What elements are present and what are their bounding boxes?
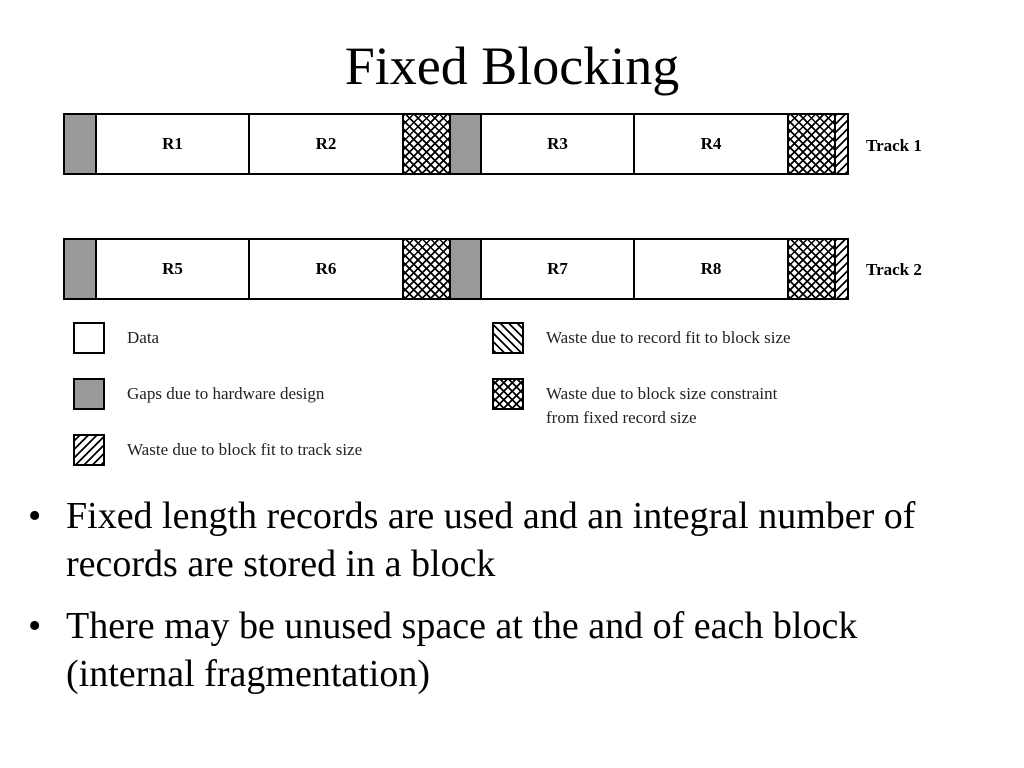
record-r8: R8 <box>635 240 789 298</box>
record-r4: R4 <box>635 115 789 173</box>
record-r3: R3 <box>482 115 635 173</box>
block-size-waste <box>404 240 451 298</box>
record-r2: R2 <box>250 115 404 173</box>
bullet-dot: • <box>28 605 42 647</box>
bullet-item: • Fixed length records are used and an i… <box>28 492 988 588</box>
hardware-gap <box>451 115 482 173</box>
track-size-waste <box>836 115 847 173</box>
hardware-gap <box>65 115 97 173</box>
bullet-list: • Fixed length records are used and an i… <box>28 492 988 712</box>
block-size-waste <box>789 115 836 173</box>
legend-block-waste-line-1: Waste due to block size constraint <box>546 384 778 403</box>
block-waste-swatch <box>492 378 524 410</box>
data-swatch <box>73 322 105 354</box>
bullet-item: • There may be unused space at the and o… <box>28 602 988 698</box>
bullet-text: There may be unused space at the and of … <box>66 605 858 695</box>
block-size-waste <box>404 115 451 173</box>
record-r7: R7 <box>482 240 635 298</box>
slide-title: Fixed Blocking <box>344 36 680 96</box>
record-waste-swatch <box>492 322 524 354</box>
legend-data: Data <box>73 322 159 354</box>
legend-gaps: Gaps due to hardware design <box>73 378 324 410</box>
legend-track-waste: Waste due to block fit to track size <box>73 434 362 466</box>
track-1-label: Track 1 <box>866 136 922 155</box>
bullet-text: Fixed length records are used and an int… <box>66 495 916 585</box>
legend-block-waste-label: Waste due to block size constraint from … <box>546 378 777 430</box>
legend-block-waste: Waste due to block size constraint from … <box>492 378 777 430</box>
record-r1: R1 <box>97 115 250 173</box>
record-r5: R5 <box>97 240 250 298</box>
legend-gaps-label: Gaps due to hardware design <box>127 384 325 403</box>
gap-swatch <box>73 378 105 410</box>
record-r6: R6 <box>250 240 404 298</box>
track-2-label: Track 2 <box>866 260 922 279</box>
track-2-bar: R5 R6 R7 R8 <box>63 238 849 300</box>
legend-track-waste-label: Waste due to block fit to track size <box>127 440 363 459</box>
legend-data-label: Data <box>127 328 160 347</box>
track-waste-swatch <box>73 434 105 466</box>
bullet-dot: • <box>28 495 42 537</box>
hardware-gap <box>451 240 482 298</box>
track-1-bar: R1 R2 R3 R4 <box>63 113 849 175</box>
block-size-waste <box>789 240 836 298</box>
legend-block-waste-line-2: from fixed record size <box>546 408 697 427</box>
legend-record-waste: Waste due to record fit to block size <box>492 322 791 354</box>
legend-record-waste-label: Waste due to record fit to block size <box>546 328 791 347</box>
track-size-waste <box>836 240 847 298</box>
hardware-gap <box>65 240 97 298</box>
